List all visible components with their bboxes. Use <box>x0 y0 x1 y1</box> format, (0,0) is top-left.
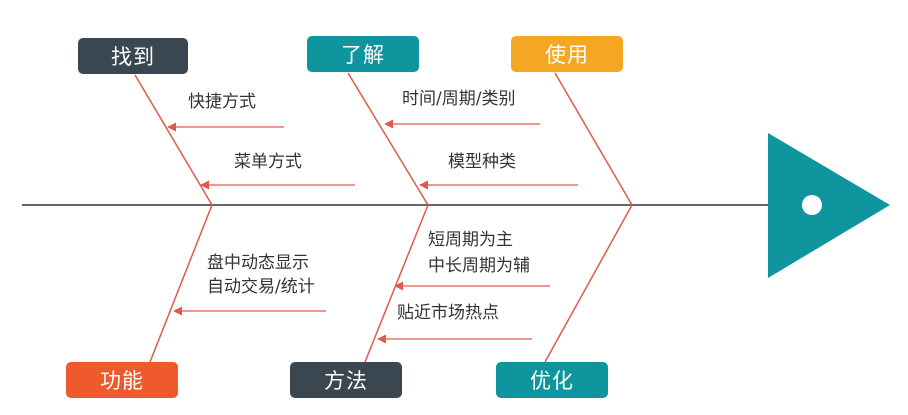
cause-time-cycle-type: 时间/周期/类别 <box>402 89 516 109</box>
category-method: 方法 <box>290 362 402 398</box>
category-understand-label: 了解 <box>341 43 385 67</box>
cause-shortcut: 快捷方式 <box>188 92 256 112</box>
category-use-label: 使用 <box>545 43 589 67</box>
cause-short-cycle: 短周期为主 <box>428 230 513 250</box>
cause-mid-long-cycle: 中长周期为辅 <box>428 256 530 276</box>
category-find-label: 找到 <box>111 45 155 69</box>
cause-hotspot: 贴近市场热点 <box>397 303 499 323</box>
bone-find <box>134 74 213 206</box>
cause-menu: 菜单方式 <box>234 152 302 172</box>
category-function: 功能 <box>66 362 178 398</box>
cause-model-type: 模型种类 <box>448 152 516 172</box>
fish-head <box>768 133 890 278</box>
bone-understand <box>347 72 429 206</box>
category-method-label: 方法 <box>324 369 368 393</box>
cause-intraday-line2: 自动交易/统计 <box>207 277 315 297</box>
category-optimize-label: 优化 <box>530 369 574 393</box>
category-use: 使用 <box>511 36 623 72</box>
category-find: 找到 <box>78 38 188 74</box>
category-optimize: 优化 <box>496 362 608 398</box>
bone-function <box>149 204 213 363</box>
category-understand: 了解 <box>307 36 419 72</box>
category-function-label: 功能 <box>100 369 144 393</box>
fish-eye <box>802 195 822 215</box>
cause-intraday-line1: 盘中动态显示 <box>207 253 309 273</box>
bone-optimize <box>544 204 633 363</box>
bone-use <box>554 72 633 206</box>
